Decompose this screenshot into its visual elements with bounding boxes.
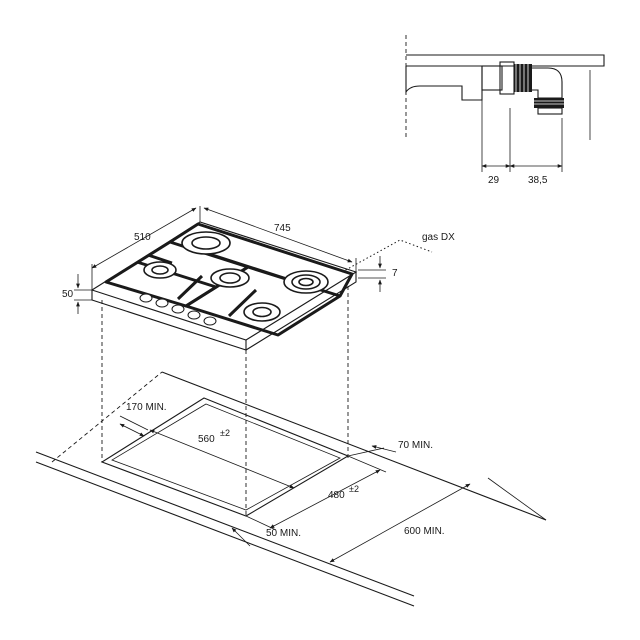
dim-line-745: [203, 207, 353, 263]
dim-7-label: 7: [392, 268, 398, 279]
gas-connection-label: gas DX: [422, 232, 455, 243]
hob-plate-section: [406, 54, 605, 67]
hob-base-section: [405, 66, 483, 101]
knob-5: [203, 316, 217, 326]
burner-right-wok: [283, 270, 329, 294]
dim-29-label: 29: [488, 175, 500, 186]
worktop-rear-edge: [161, 371, 547, 521]
connector-detail: 29 38,5: [405, 35, 605, 186]
dim-line-50-min: [231, 527, 251, 547]
burner-centre: [210, 268, 250, 288]
dim-70-min-label: 70 MIN.: [398, 440, 433, 451]
burner-front: [243, 302, 281, 322]
dim-line-600: [329, 483, 471, 563]
knob-4: [187, 310, 201, 320]
thread-section: [514, 64, 532, 92]
dim-line-170: [119, 423, 145, 437]
knob-1: [139, 293, 153, 303]
dim-600-min-label: 600 MIN.: [404, 526, 445, 537]
dim-50-label: 50: [62, 289, 74, 300]
knob-2: [155, 298, 169, 308]
connector-body: [481, 65, 503, 91]
dim-38-5-label: 38,5: [528, 175, 548, 186]
dim-480-label: 480: [328, 490, 345, 501]
dim-480-tolerance: ±2: [349, 484, 359, 494]
dim-line-510: [91, 207, 197, 269]
hob-front-face: [91, 290, 247, 351]
cutout-outer: [100, 397, 350, 517]
elbow-pipe: [532, 67, 563, 99]
cutout-dimensions: 170 MIN. 560 ±2 480 ±2 70 MIN. 50 MIN. 6…: [119, 402, 547, 563]
knob-3: [171, 304, 185, 314]
worktop-front-edge-top: [35, 451, 415, 597]
dim-line-560: [149, 429, 295, 489]
control-knobs: [139, 293, 217, 326]
dim-line-480: [269, 469, 381, 529]
burner-rear-left: [181, 231, 231, 255]
worktop: [35, 371, 547, 607]
dim-560-tolerance: ±2: [220, 428, 230, 438]
elbow-thread: [534, 98, 564, 108]
dim-560-label: 560: [198, 434, 215, 445]
burner-left: [143, 261, 177, 279]
worktop-left-edge: [51, 371, 163, 463]
dim-50-min-label: 50 MIN.: [266, 528, 301, 539]
gas-leader: [341, 239, 433, 273]
dim-170-min-label: 170 MIN.: [126, 402, 167, 413]
hob-dimensions: 510 745 50 7 gas DX: [62, 206, 455, 314]
hob-side-face: [245, 272, 357, 351]
hob: [90, 221, 358, 351]
dim-745-label: 745: [274, 223, 291, 234]
dim-line-70: [371, 445, 397, 453]
elbow-end: [537, 107, 563, 115]
dim-510-label: 510: [134, 232, 151, 243]
worktop-front-edge-bottom: [35, 461, 415, 607]
projection-lines: [101, 286, 349, 516]
cutout-inner: [111, 403, 341, 511]
